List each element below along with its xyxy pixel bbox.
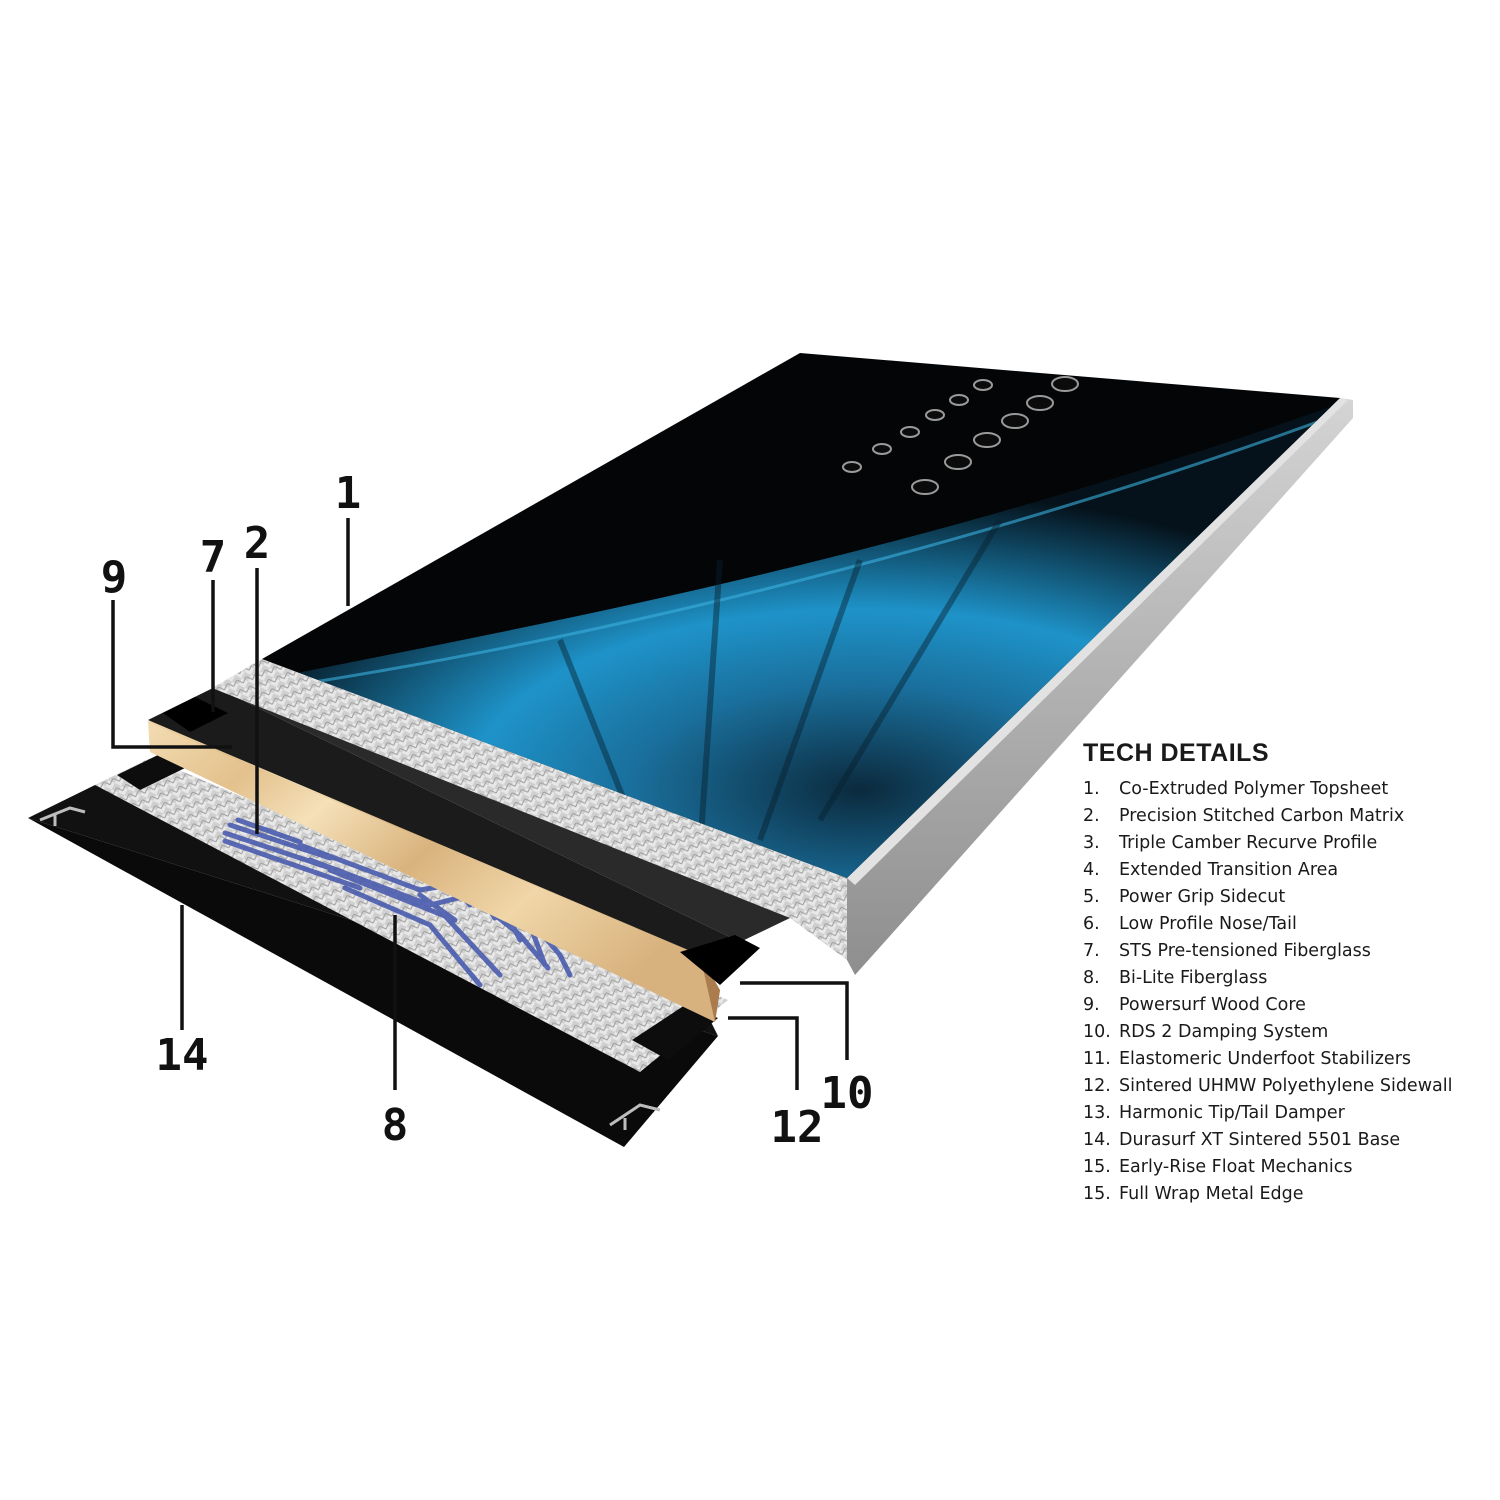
tech-details-panel: TECH DETAILS 1.Co-Extruded Polymer Topsh… (1083, 738, 1498, 1208)
callout-7: 7 (200, 532, 227, 583)
callout-10: 10 (821, 1068, 874, 1119)
leader-line-9 (111, 600, 232, 749)
callout-9: 9 (101, 552, 128, 603)
tech-detail-item: 3.Triple Camber Recurve Profile (1083, 833, 1378, 853)
tech-detail-item: 12.Sintered UHMW Polyethylene Sidewall (1083, 1076, 1453, 1096)
metal-edge (847, 398, 1353, 975)
carbon-matrix-layer (212, 659, 847, 960)
callout-14: 14 (156, 1030, 209, 1081)
tech-detail-item: 4.Extended Transition Area (1083, 860, 1339, 880)
tech-detail-item: 7.STS Pre-tensioned Fiberglass (1083, 941, 1371, 961)
tech-detail-item: 10.RDS 2 Damping System (1083, 1022, 1329, 1042)
callout-8: 8 (382, 1100, 409, 1151)
callout-2: 2 (244, 518, 271, 569)
tech-detail-item: 6.Low Profile Nose/Tail (1083, 914, 1297, 934)
tech-detail-item: 15.Early-Rise Float Mechanics (1083, 1157, 1353, 1177)
tech-detail-item: 1.Co-Extruded Polymer Topsheet (1083, 779, 1389, 799)
leader-line-10 (740, 981, 849, 1060)
tech-detail-item: 14.Durasurf XT Sintered 5501 Base (1083, 1130, 1401, 1150)
tech-details-list: 1.Co-Extruded Polymer Topsheet 2.Precisi… (1083, 776, 1498, 1208)
tech-detail-item: 9.Powersurf Wood Core (1083, 995, 1306, 1015)
tech-detail-item: 2.Precision Stitched Carbon Matrix (1083, 806, 1405, 826)
leader-lines (111, 518, 849, 1090)
callout-12: 12 (771, 1102, 824, 1153)
tech-detail-item: 11.Elastomeric Underfoot Stabilizers (1083, 1049, 1412, 1069)
tech-detail-item: 15.Full Wrap Metal Edge (1083, 1184, 1304, 1204)
tech-detail-item: 13.Harmonic Tip/Tail Damper (1083, 1103, 1345, 1123)
callout-1: 1 (335, 468, 362, 519)
tech-detail-item: 8.Bi-Lite Fiberglass (1083, 968, 1268, 988)
tech-detail-item: 5.Power Grip Sidecut (1083, 887, 1286, 907)
tech-details-title: TECH DETAILS (1083, 739, 1270, 767)
binding-inserts (842, 376, 1079, 495)
leader-line-12 (728, 1016, 799, 1090)
